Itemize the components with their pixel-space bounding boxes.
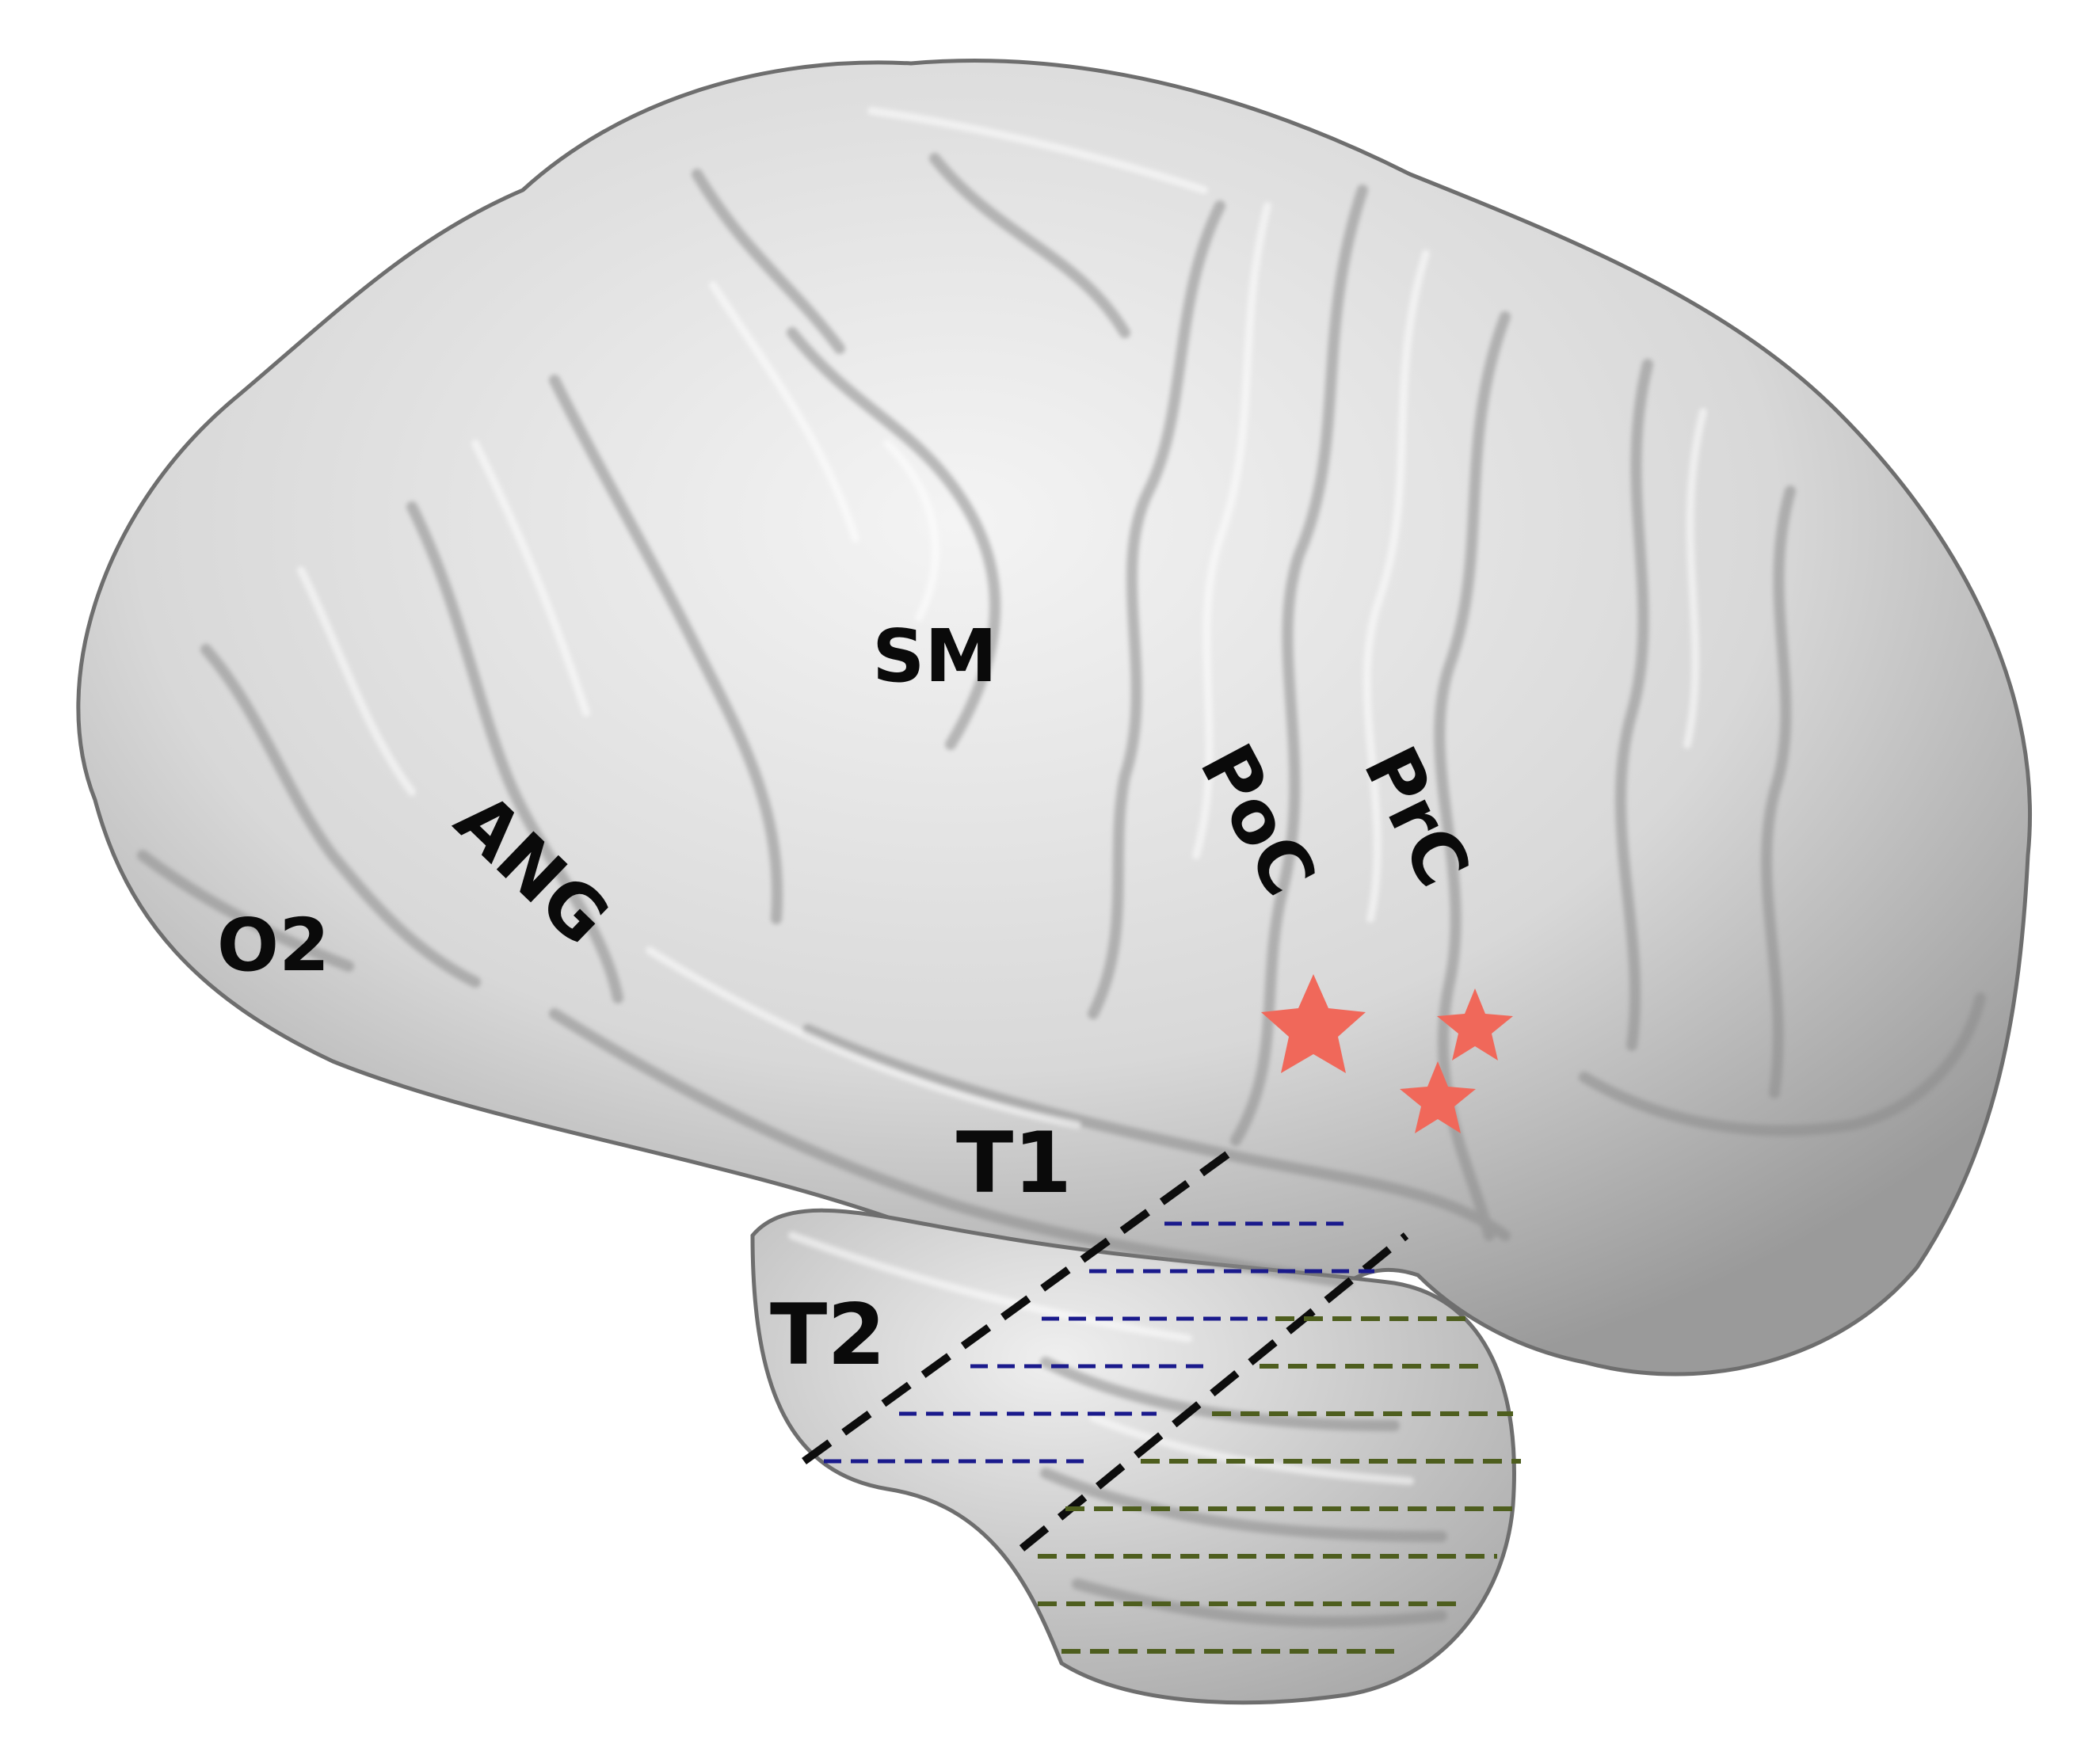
star-marker-large (1261, 974, 1366, 1073)
boundary-line-right (1019, 1232, 1409, 1552)
label-t1: T1 (956, 1114, 1072, 1212)
label-sm: SM (872, 614, 997, 699)
blue-hatching (824, 1221, 1374, 1464)
gyri-texture (137, 107, 1986, 1628)
star-marker-upper (1437, 988, 1513, 1060)
temporal-lobe (750, 1208, 1516, 1705)
star-marker-lower (1400, 1061, 1476, 1133)
label-t2: T2 (770, 1286, 886, 1384)
boundary-line-left (802, 1144, 1238, 1465)
label-o2: O2 (217, 903, 330, 988)
green-hatching (1038, 1316, 1521, 1654)
